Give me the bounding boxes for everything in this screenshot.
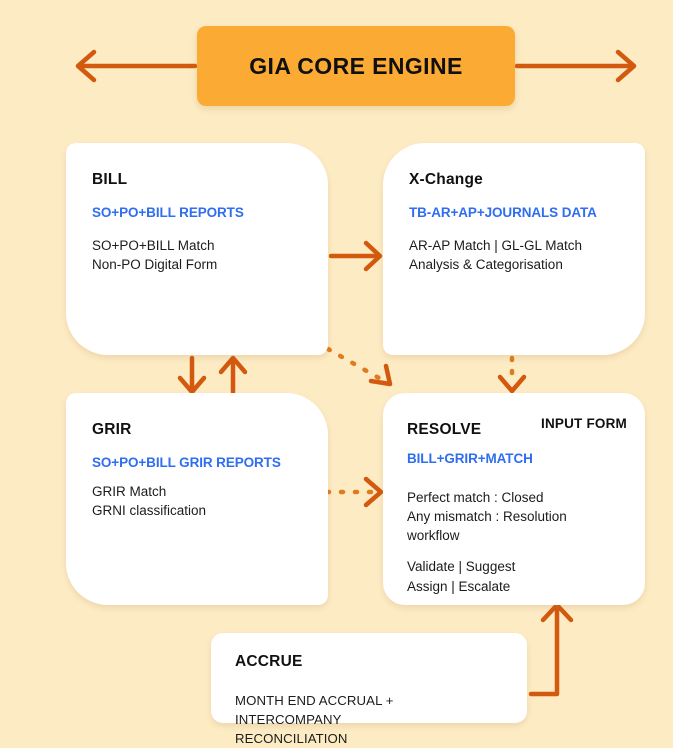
card-xchange-title: X-Change (409, 171, 483, 188)
card-xchange-subtitle: TB-AR+AP+JOURNALS DATA (409, 205, 597, 220)
connector-layer (75, 49, 637, 697)
spacer (407, 545, 623, 557)
card-grir-title: GRIR (92, 421, 132, 438)
connector-accrue-to-resolve (528, 602, 574, 697)
card-resolve-body-actions: Validate | Suggest Assign | Escalate (407, 559, 516, 594)
connector-bill-to-resolve (325, 346, 393, 387)
card-grir[interactable]: GRIR SO+PO+BILL GRIR REPORTS GRIR Match … (66, 393, 328, 605)
connector-engine-out-right (514, 49, 637, 83)
connector-grir-to-resolve (324, 476, 384, 508)
card-bill-subtitle: SO+PO+BILL REPORTS (92, 205, 244, 220)
spacer (92, 220, 302, 236)
card-resolve-subtitle: BILL+GRIR+MATCH (407, 451, 533, 466)
card-grir-body: GRIR Match GRNI classification (92, 484, 207, 519)
card-resolve-title: RESOLVE (407, 421, 482, 438)
spacer (235, 671, 503, 679)
connector-bill-to-grir (177, 355, 207, 395)
connector-xchange-to-resolve (497, 355, 527, 394)
card-grir-subtitle: SO+PO+BILL GRIR REPORTS (92, 455, 281, 470)
card-bill[interactable]: BILL SO+PO+BILL REPORTS SO+PO+BILL Match… (66, 143, 328, 355)
card-resolve-body: Perfect match : Closed Any mismatch : Re… (407, 490, 567, 544)
spacer (409, 189, 619, 205)
spacer (92, 189, 302, 205)
spacer (92, 439, 302, 455)
card-xchange-body: AR-AP Match | GL-GL Match Analysis & Cat… (409, 238, 583, 273)
card-bill-title: BILL (92, 171, 128, 188)
connector-grir-to-bill (218, 355, 248, 395)
card-accrue-title: ACCRUE (235, 653, 303, 670)
spacer (407, 439, 623, 451)
card-accrue[interactable]: ACCRUE MONTH END ACCRUAL + INTERCOMPANY … (211, 633, 527, 746)
spacer (407, 466, 623, 488)
input-form-tag: INPUT FORM (541, 416, 627, 431)
card-xchange[interactable]: X-Change TB-AR+AP+JOURNALS DATA AR-AP Ma… (383, 143, 645, 355)
gia-core-engine-label: GIA CORE ENGINE (249, 52, 463, 79)
spacer (92, 470, 302, 482)
connector-engine-out-left (75, 49, 198, 83)
card-accrue-body: MONTH END ACCRUAL + INTERCOMPANY RECONCI… (235, 693, 394, 746)
card-bill-body: SO+PO+BILL Match Non-PO Digital Form (92, 238, 218, 273)
diagram-canvas: GIA CORE ENGINE BILL SO+PO+BILL REPORTS … (66, 26, 645, 746)
spacer (409, 220, 619, 236)
gia-core-engine-banner[interactable]: GIA CORE ENGINE (197, 26, 515, 106)
card-resolve[interactable]: INPUT FORM RESOLVE BILL+GRIR+MATCH Perfe… (383, 393, 645, 605)
connector-bill-to-xchange (328, 240, 383, 272)
